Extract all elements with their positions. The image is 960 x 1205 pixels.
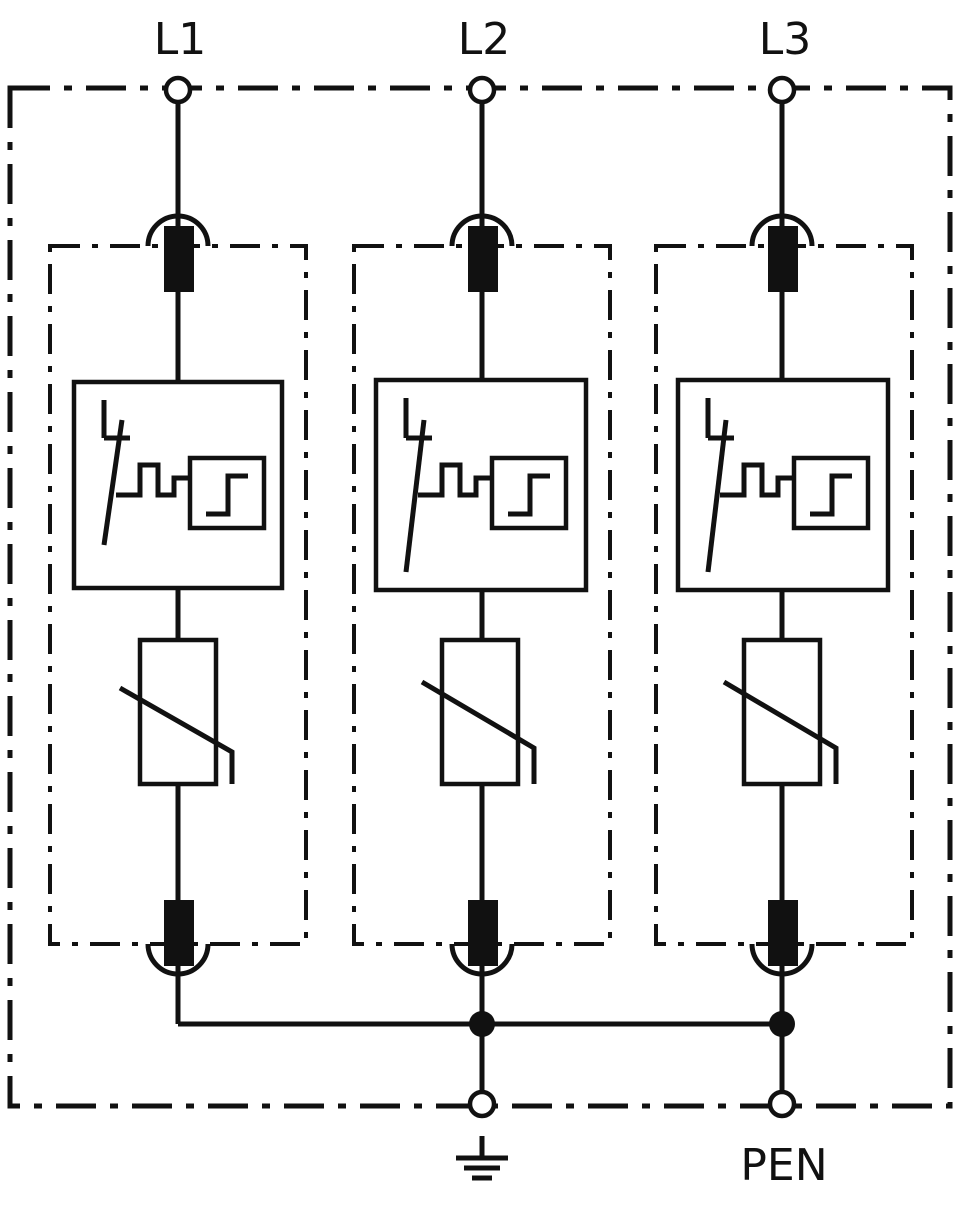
fuse-block-bottom-l1: [164, 900, 194, 966]
phase-label-l3: L3: [759, 14, 812, 65]
connector-arc-top-l1: [145, 213, 211, 247]
module-l3: [654, 75, 914, 1092]
phase-label-l1: L1: [154, 14, 207, 65]
fuse-block-top-l2: [468, 226, 498, 292]
connector-arc-top-l3: [749, 213, 815, 247]
disconnector-switch-symbol-l2: [403, 398, 569, 573]
varistor-curve-l2: [420, 679, 537, 784]
pen-label: PEN: [740, 1140, 827, 1191]
varistor-l1: [137, 637, 219, 787]
terminal-pen: [767, 1089, 797, 1119]
junction-dot-ground: [469, 1011, 495, 1037]
terminal-ground: [467, 1089, 497, 1119]
terminal-l1: [163, 75, 193, 105]
varistor-l2: [439, 637, 521, 787]
fuse-block-bottom-l2: [468, 900, 498, 966]
fuse-block-top-l3: [768, 226, 798, 292]
fuse-block-bottom-l3: [768, 900, 798, 966]
terminal-l3: [767, 75, 797, 105]
module-l2: [352, 75, 612, 1092]
connector-arc-top-l2: [449, 213, 515, 247]
varistor-l3: [741, 637, 823, 787]
varistor-curve-l3: [722, 679, 839, 784]
disconnector-switch-symbol-l1: [101, 400, 267, 546]
fuse-block-top-l1: [164, 226, 194, 292]
ground-icon: [456, 1136, 508, 1181]
varistor-curve-l1: [118, 685, 235, 784]
terminal-l2: [467, 75, 497, 105]
phase-label-l2: L2: [458, 14, 511, 65]
disconnector-switch-symbol-l3: [705, 398, 871, 573]
junction-dot-pen: [769, 1011, 795, 1037]
module-l1: [48, 75, 308, 1024]
